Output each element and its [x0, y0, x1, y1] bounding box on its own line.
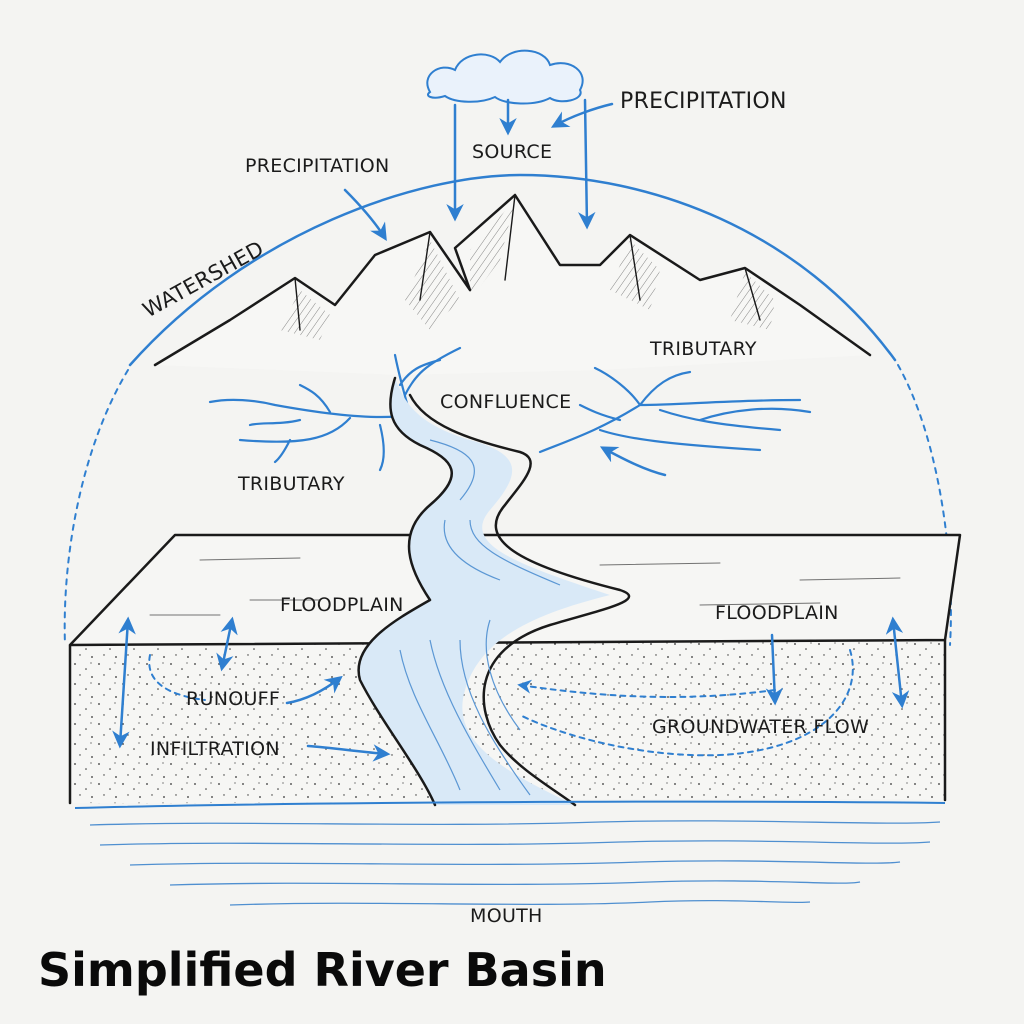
page-title: Simplified River Basin — [38, 943, 607, 997]
label-source: SOURCE — [472, 141, 552, 163]
precipitation-arrows — [343, 98, 614, 241]
subsurface-flow-arrows — [112, 446, 910, 762]
label-floodplain-right: FLOODPLAIN — [715, 602, 839, 624]
label-floodplain-left: FLOODPLAIN — [280, 594, 404, 616]
watershed-boundary — [63, 173, 952, 646]
water-body — [74, 800, 946, 906]
label-precipitation-top: PRECIPITATION — [620, 89, 787, 114]
label-tributary-right: TRIBUTARY — [649, 338, 757, 360]
label-confluence: CONFLUENCE — [440, 391, 571, 413]
label-infiltration: INFILTRATION — [150, 738, 280, 760]
mountain-range — [153, 193, 872, 375]
river — [357, 376, 630, 807]
label-tributary-left: TRIBUTARY — [237, 473, 345, 495]
label-runoff: RUNOUFF — [186, 688, 280, 710]
label-mouth: MOUTH — [470, 905, 543, 927]
label-groundwater-flow: GROUNDWATER FLOW — [652, 716, 869, 738]
cloud-icon — [426, 49, 584, 105]
label-precipitation-left: PRECIPITATION — [245, 155, 390, 177]
floodplain-block — [68, 533, 962, 805]
